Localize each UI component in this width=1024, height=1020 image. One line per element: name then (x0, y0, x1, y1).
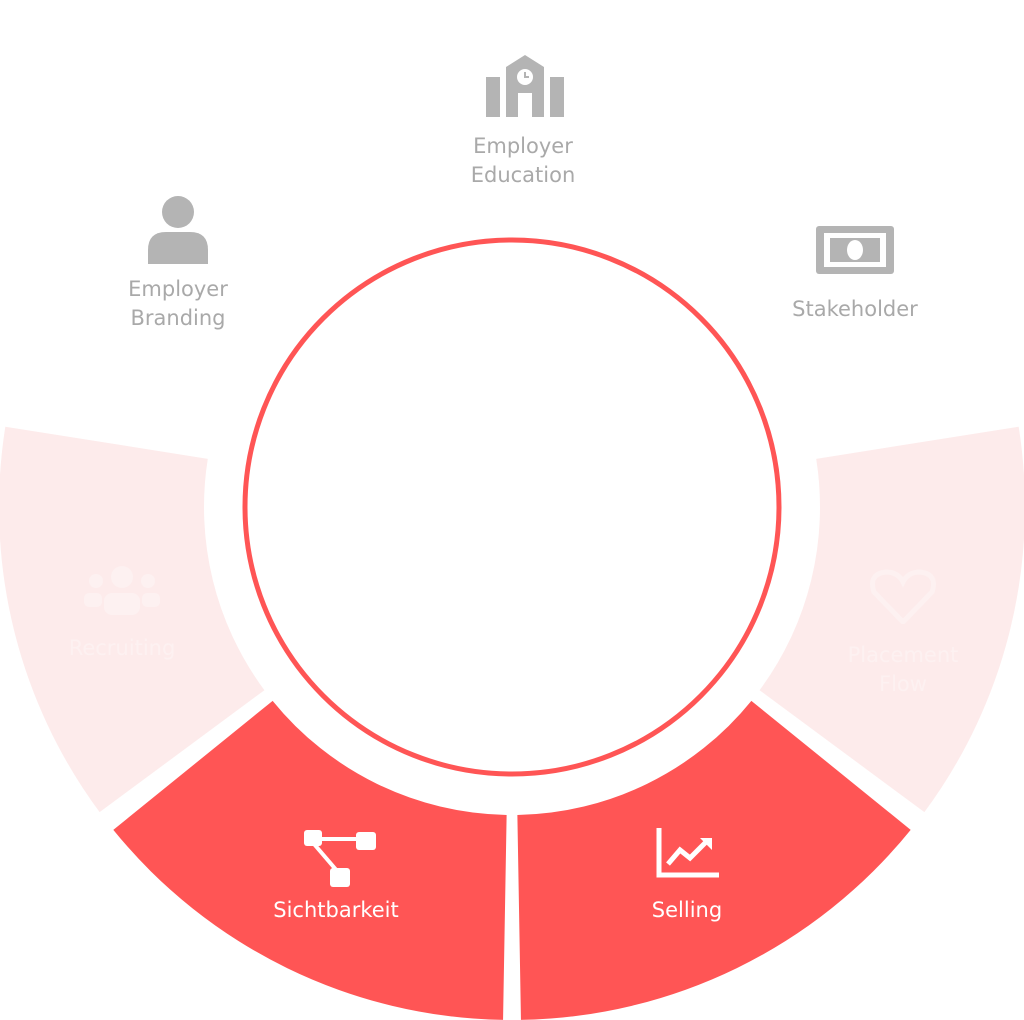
center-circle (242, 237, 782, 777)
segment-sichtbarkeit[interactable] (113, 700, 507, 1020)
label-line: Placement (847, 643, 959, 667)
label-line: Employer (473, 134, 573, 158)
school-building-icon (486, 55, 564, 117)
segment-placement-flow[interactable] (759, 426, 1024, 813)
label-line: Branding (130, 306, 226, 330)
trending-chart-icon (656, 828, 719, 878)
label-line: Recruiting (68, 636, 176, 660)
group-icon (84, 566, 160, 615)
item-stakeholder[interactable]: Stakeholder (792, 295, 918, 324)
label-line: Stakeholder (792, 297, 918, 321)
money-bill-icon (816, 226, 894, 274)
label-line: Selling (651, 898, 723, 922)
person-icon (148, 196, 208, 264)
label-line: Employer (128, 277, 228, 301)
heart-icon (870, 569, 936, 624)
item-selling[interactable]: Selling (652, 896, 722, 925)
item-employer-education[interactable]: Employer Education (471, 132, 576, 190)
label-line: Sichtbarkeit (273, 898, 399, 922)
segment-selling[interactable] (517, 700, 911, 1020)
item-sichtbarkeit[interactable]: Sichtbarkeit (273, 896, 399, 925)
item-placement-flow[interactable]: Placement Flow (848, 641, 959, 699)
label-line: Education (470, 163, 576, 187)
item-employer-branding[interactable]: Employer Branding (128, 275, 228, 333)
flowchart-icon (304, 830, 376, 887)
item-recruiting[interactable]: Recruiting (69, 634, 176, 663)
label-line: Flow (879, 672, 927, 696)
segment-recruiting[interactable] (0, 426, 265, 813)
